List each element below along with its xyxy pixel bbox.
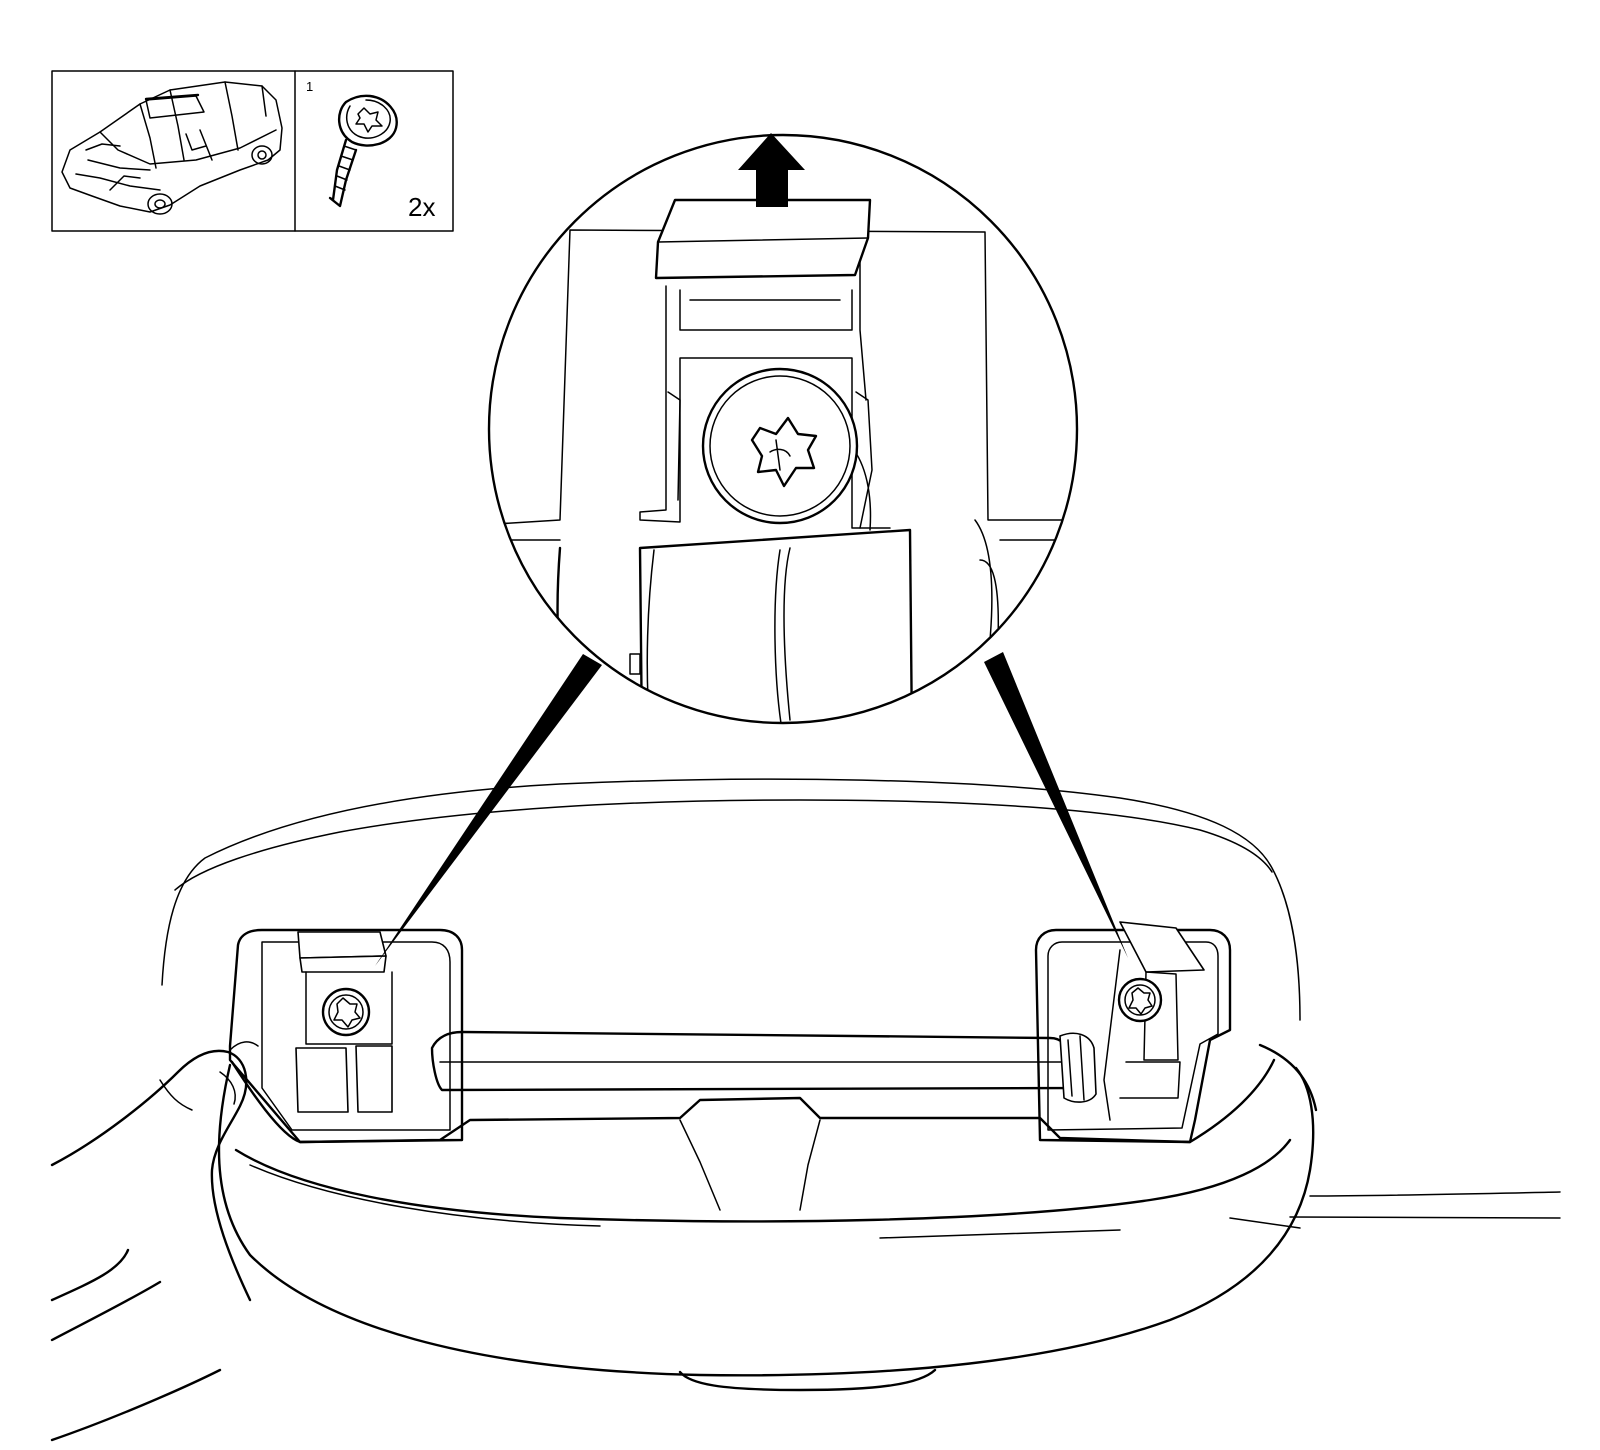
roof-edge-line-2 [879,1217,1301,1239]
console-center-recess [679,1119,821,1211]
vehicle-location-icon [61,81,283,215]
left-retaining-clip [297,931,387,959]
right-retaining-clip [1119,921,1205,973]
torx-screw-icon [328,94,398,208]
left-torx-screw [321,987,371,1037]
headliner-outline [161,778,1301,1021]
console-bottom-lip [678,1368,937,1392]
legend-frame [51,70,454,232]
detail-console-block [638,528,914,723]
detail-circle-border [487,133,1079,725]
right-mounting-bracket [1034,921,1232,1144]
left-mounting-bracket [228,928,464,1144]
left-leader-wedge [375,654,602,966]
detail-leader-lines [375,652,1128,966]
console-tray-rim [230,1058,1276,1144]
console-trim-line [234,1138,1292,1223]
headliner-inner-line [174,799,1273,891]
detail-view [487,133,1079,725]
legend-box: 1 2x [51,70,454,232]
console-lower-shell [217,1063,1315,1377]
detail-torx-screw [701,367,859,525]
roof-edge-line [1289,1191,1561,1219]
console-trim-line-inner [249,1164,601,1227]
quantity-label: 2x [408,192,435,222]
overhead-console [50,778,1561,1442]
console-right-edge [1258,1043,1318,1112]
right-leader-wedge [984,652,1128,958]
console-crossbar [430,1030,1070,1092]
hand-pressing-console [50,1041,259,1442]
arrow-up-icon [738,133,805,207]
item-number: 1 [306,79,313,94]
